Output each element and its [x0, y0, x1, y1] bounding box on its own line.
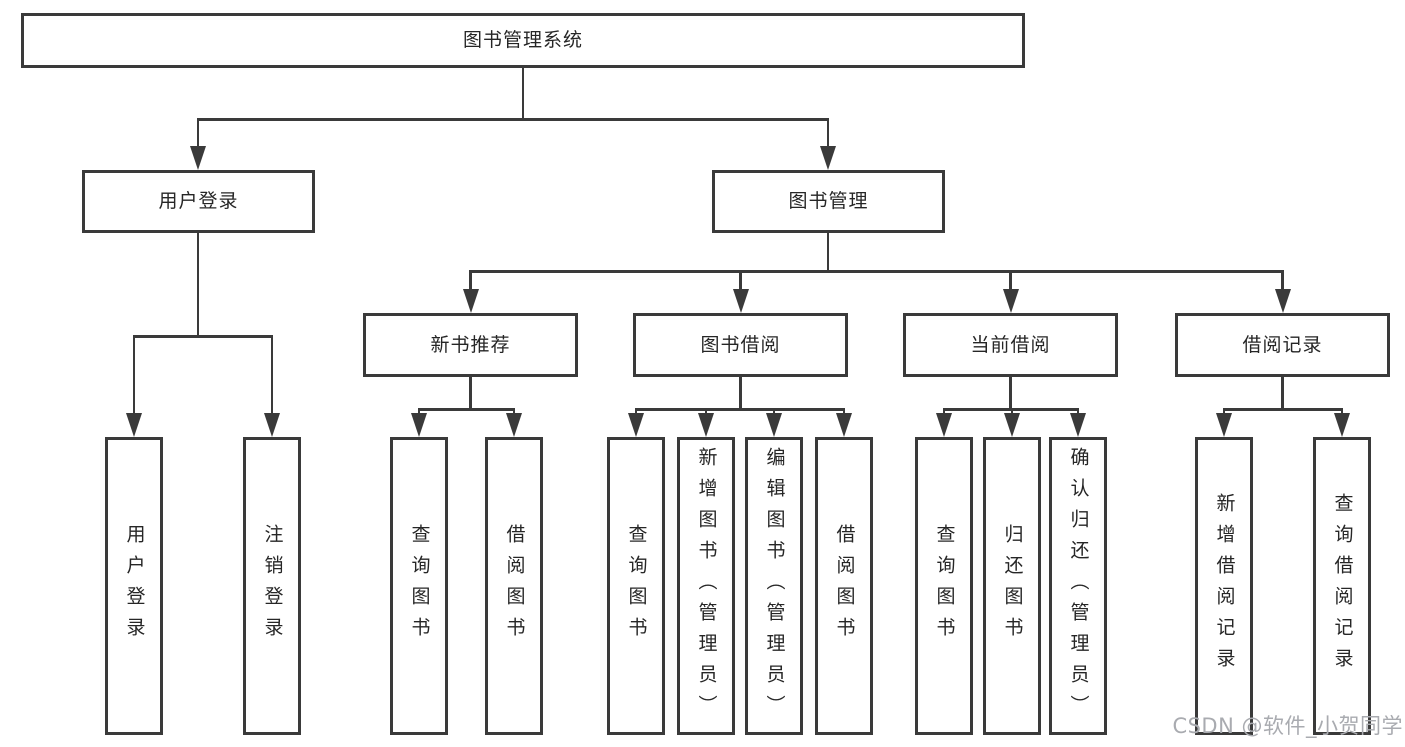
leaf-cb-confirm-return-admin: 确认归还（管理员） — [1049, 437, 1107, 735]
arrow-to-book-management — [820, 118, 836, 170]
arrow-nb-query — [411, 408, 427, 437]
node-book-management: 图书管理 — [712, 170, 945, 233]
connector-user-login-stem — [196, 233, 200, 335]
connector-nb-bar — [417, 408, 516, 411]
arrow-bb-edit — [766, 408, 782, 437]
leaf-br-add-record: 新增借阅记录 — [1195, 437, 1253, 735]
arrow-br-add — [1216, 408, 1232, 437]
leaf-cb-query-books: 查询图书 — [915, 437, 973, 735]
leaf-br-query-record: 查询借阅记录 — [1313, 437, 1371, 735]
leaf-nb-borrow-books: 借阅图书 — [485, 437, 543, 735]
connector-level3-bar — [469, 270, 1284, 273]
arrow-to-borrow-records — [1274, 270, 1291, 313]
arrow-to-leaf-user-login — [126, 335, 142, 437]
arrow-cb-query — [936, 408, 952, 437]
arrow-to-leaf-logout — [264, 335, 280, 437]
node-borrow-records: 借阅记录 — [1175, 313, 1390, 377]
connector-user-login-bar — [132, 335, 274, 338]
leaf-nb-query-books: 查询图书 — [390, 437, 448, 735]
arrow-nb-borrow — [506, 408, 522, 437]
leaf-user-login: 用户登录 — [105, 437, 163, 735]
arrow-to-current-borrow — [1002, 270, 1019, 313]
arrow-cb-confirm — [1070, 408, 1086, 437]
arrow-to-book-borrow — [732, 270, 749, 313]
connector-bb-bar — [634, 408, 846, 411]
leaf-logout: 注销登录 — [243, 437, 301, 735]
node-new-book-recommend: 新书推荐 — [363, 313, 578, 377]
connector-level2-bar — [196, 118, 830, 121]
arrow-to-new-book-recommend — [462, 270, 479, 313]
leaf-bb-edit-books-admin: 编辑图书（管理员） — [745, 437, 803, 735]
node-library-system: 图书管理系统 — [21, 13, 1025, 68]
leaf-bb-borrow-books: 借阅图书 — [815, 437, 873, 735]
connector-bb-stem — [739, 377, 742, 408]
arrow-to-user-login — [190, 118, 206, 170]
arrow-br-query — [1334, 408, 1350, 437]
node-user-login: 用户登录 — [82, 170, 315, 233]
node-current-borrow: 当前借阅 — [903, 313, 1118, 377]
connector-book-management-stem — [826, 233, 830, 270]
leaf-bb-add-books-admin: 新增图书（管理员） — [677, 437, 735, 735]
arrow-bb-add — [698, 408, 714, 437]
connector-nb-stem — [469, 377, 472, 408]
connector-root-stem — [521, 68, 525, 118]
node-book-borrow: 图书借阅 — [633, 313, 848, 377]
connector-cb-stem — [1009, 377, 1012, 408]
arrow-bb-query — [628, 408, 644, 437]
connector-br-stem — [1281, 377, 1284, 408]
leaf-bb-query-books: 查询图书 — [607, 437, 665, 735]
connector-br-bar — [1222, 408, 1344, 411]
leaf-cb-return-books: 归还图书 — [983, 437, 1041, 735]
csdn-watermark: CSDN @软件_小贺同学 — [1172, 714, 1403, 738]
arrow-cb-return — [1004, 408, 1020, 437]
arrow-bb-borrow — [836, 408, 852, 437]
